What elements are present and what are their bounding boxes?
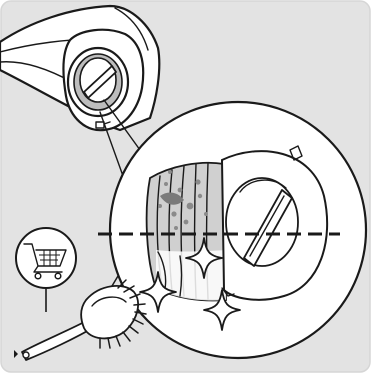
filter-cleaning-diagram <box>0 0 371 373</box>
illustration-panel <box>0 0 371 373</box>
